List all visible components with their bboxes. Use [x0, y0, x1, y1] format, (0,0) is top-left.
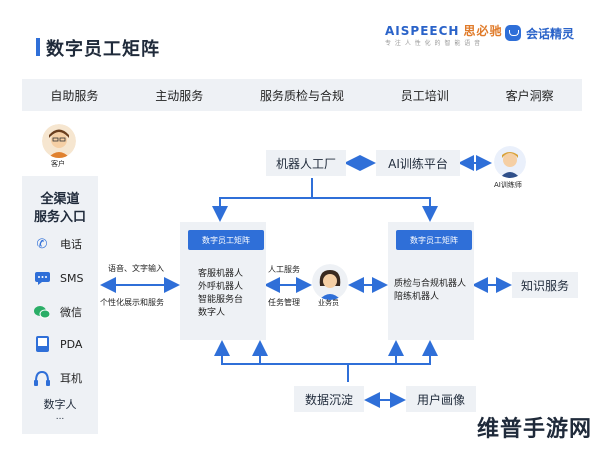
- channel-item-pda: PDA: [34, 336, 82, 352]
- ai-trainer-avatar: [494, 146, 526, 178]
- sms-icon: [34, 270, 50, 286]
- link-label-manual: 人工服务: [268, 265, 300, 274]
- channel-item-label: 耳机: [60, 372, 82, 385]
- nav-item-training: 员工培训: [400, 88, 449, 103]
- page-title: 数字员工矩阵: [46, 39, 160, 60]
- right-matrix-panel: 数字员工矩阵 质检与合规机器人 陪练机器人: [388, 222, 474, 340]
- left-matrix-panel-head: 数字员工矩阵: [188, 230, 264, 250]
- nav-item-insight: 客户洞察: [505, 88, 554, 103]
- agent-label: 业务员: [318, 299, 339, 307]
- nav-item-active-service: 主动服务: [155, 88, 204, 103]
- brand-aispeech-en: AISPEECH: [385, 24, 460, 38]
- channel-item-sms: SMS: [34, 270, 83, 286]
- arrow-factory-split: [212, 178, 313, 222]
- channel-item-label: PDA: [60, 337, 83, 351]
- channel-item-phone: ✆ 电话: [34, 236, 82, 252]
- channel-item-label: 电话: [60, 238, 82, 251]
- channel-panel: 全渠道 服务入口 ✆ 电话 SMS 微信 PDA 耳机 数字人 ...: [22, 176, 98, 434]
- arrow-bottom-right: [348, 340, 438, 365]
- left-matrix-panel: 数字员工矩阵 客服机器人 外呼机器人 智能服务台 数字人: [180, 222, 266, 340]
- channel-item-wechat: 微信: [34, 304, 82, 320]
- site-watermark: 维普手游网: [476, 417, 592, 442]
- phone-icon: ✆: [36, 236, 48, 252]
- brand-aispeech-cn: 思必驰: [463, 24, 503, 38]
- panel-line: 数字人: [198, 308, 226, 318]
- agent-avatar: [312, 264, 348, 300]
- user-profile-box: 用户画像: [406, 386, 476, 412]
- right-matrix-panel-head: 数字员工矩阵: [396, 230, 472, 250]
- panel-line: 质检与合规机器人: [394, 279, 467, 289]
- chat-bubble-icon: [505, 25, 521, 41]
- channel-item-label: SMS: [60, 271, 84, 285]
- link-label-input: 语音、文字输入: [108, 264, 164, 273]
- channel-item-digital-human: 数字人: [43, 398, 77, 411]
- nav-item-quality: 服务质检与合规: [259, 88, 344, 103]
- link-label-display: 个性化展示和服务: [100, 298, 164, 307]
- right-matrix-panel-list: 质检与合规机器人 陪练机器人: [394, 278, 466, 304]
- arrow-bottom-feedback: [214, 340, 349, 382]
- ai-training-platform-box: AI训练平台: [376, 150, 460, 176]
- nav-item-self-service: 自助服务: [50, 88, 99, 103]
- ai-trainer-label: AI训练师: [494, 181, 522, 189]
- channel-item-headset: 耳机: [34, 370, 82, 386]
- pda-icon: [34, 336, 50, 352]
- customer-label: 客户: [51, 160, 65, 168]
- knowledge-service-box: 知识服务: [512, 272, 578, 298]
- channel-item-label: 微信: [60, 306, 82, 319]
- data-sink-box: 数据沉淀: [294, 386, 364, 412]
- panel-line: 客服机器人: [198, 269, 244, 279]
- headset-icon: [34, 370, 50, 386]
- arrow-factory-split-right: [312, 197, 438, 222]
- customer-avatar: [42, 124, 76, 158]
- panel-line: 陪练机器人: [394, 292, 440, 302]
- wechat-icon: [34, 304, 50, 320]
- left-matrix-panel-list: 客服机器人 外呼机器人 智能服务台 数字人: [198, 268, 243, 320]
- title-accent-bar: [36, 38, 40, 56]
- panel-line: 外呼机器人: [198, 282, 244, 292]
- channel-title-line2: 服务入口: [33, 210, 86, 225]
- panel-line: 智能服务台: [198, 295, 244, 305]
- link-label-task: 任务管理: [268, 298, 300, 307]
- brand-huihua-logo: 会话精灵: [526, 27, 575, 41]
- channel-more: ...: [55, 412, 65, 422]
- brand-aispeech-slogan: 专 注 人 性 化 的 智 能 语 音: [385, 40, 482, 47]
- robot-factory-box: 机器人工厂: [266, 150, 346, 176]
- service-nav-bar: 自助服务 主动服务 服务质检与合规 员工培训 客户洞察: [22, 79, 582, 111]
- channel-title-line1: 全渠道: [40, 192, 80, 207]
